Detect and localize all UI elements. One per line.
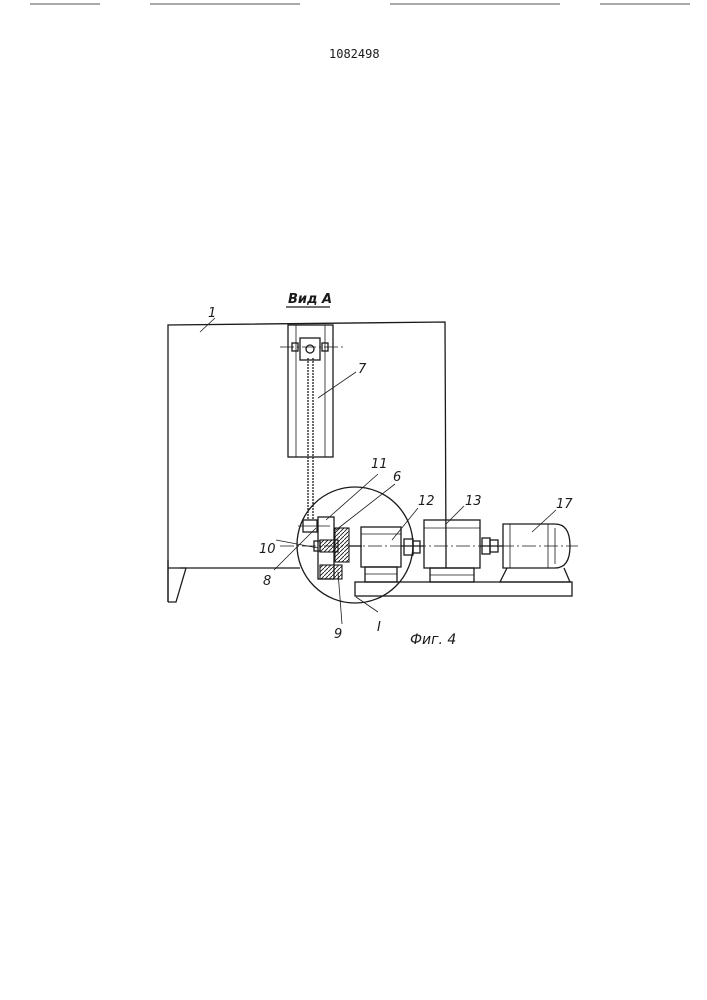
frame-body xyxy=(168,322,446,602)
sprocket-assembly xyxy=(298,517,362,579)
callout-13: 13 xyxy=(465,494,482,509)
unit-12 xyxy=(361,527,401,582)
callout-6: 6 xyxy=(393,470,401,485)
callout-10: 10 xyxy=(259,542,276,557)
view-title: Вид А xyxy=(288,292,332,307)
coupling-1 xyxy=(401,539,424,555)
detail-marker: I xyxy=(377,620,381,635)
callout-8: 8 xyxy=(263,574,271,589)
callout-7: 7 xyxy=(358,362,367,377)
callout-12: 12 xyxy=(418,494,435,509)
motor-17 xyxy=(500,524,570,582)
callout-1: 1 xyxy=(208,306,216,321)
callout-9: 9 xyxy=(334,627,342,642)
chain xyxy=(308,358,313,520)
patent-number: 1082498 xyxy=(329,47,380,61)
callout-11: 11 xyxy=(371,457,388,472)
callout-17: 17 xyxy=(556,497,573,512)
unit-13 xyxy=(424,520,480,582)
base-plate xyxy=(355,582,572,596)
coupling-2 xyxy=(480,538,503,554)
figure-caption: Фиг. 4 xyxy=(410,632,456,648)
